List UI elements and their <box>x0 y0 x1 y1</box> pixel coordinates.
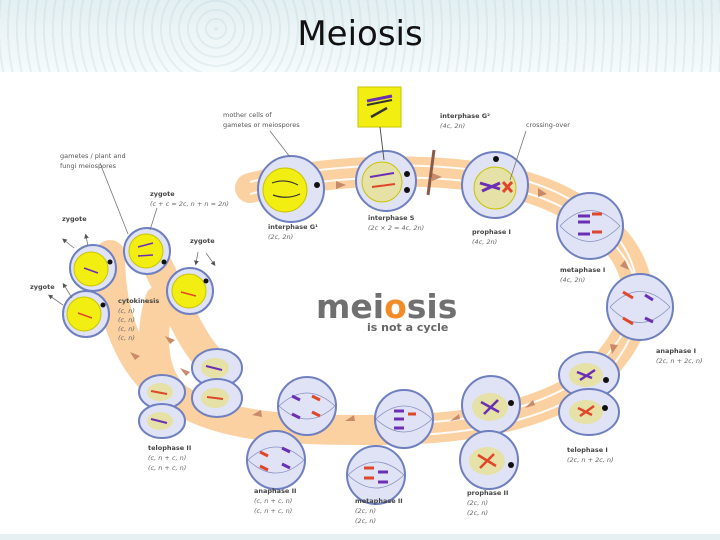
label-interphase-s: interphase S <box>368 214 415 222</box>
formula-interphase-s: (2c × 2 = 4c, 2n) <box>368 224 424 232</box>
label-anaphase-2: anaphase II <box>254 487 296 495</box>
label-mother-cells-1: mother cells of <box>223 111 272 119</box>
title-band <box>0 0 720 72</box>
zoom-inset <box>357 86 402 161</box>
formula-anaphase-2-b: (c, n + c, n) <box>254 507 292 515</box>
formula-interphase-g1: (2c, 2n) <box>268 233 293 241</box>
formula-cytokinesis-3: (c, n) <box>118 325 135 333</box>
annotation-lines <box>48 130 527 306</box>
formula-metaphase-1: (4c, 2n) <box>560 276 585 284</box>
cell-metaphase-2 <box>346 389 434 505</box>
footer-band <box>0 534 720 540</box>
cell-anaphase-2 <box>246 376 337 490</box>
cell-meiospores <box>62 227 214 338</box>
label-interphase-g1: interphase G¹ <box>268 223 318 231</box>
formula-metaphase-2-b: (2c, n) <box>355 517 376 525</box>
cell-metaphase-1 <box>556 192 624 260</box>
label-zygote-far-left: zygote <box>30 283 55 291</box>
formula-prophase-2-b: (2c, n) <box>467 509 488 517</box>
label-metaphase-1: metaphase I <box>560 266 605 274</box>
cell-prophase-1 <box>461 151 529 219</box>
label-gametes-1: gametes / plant and <box>60 152 126 160</box>
label-zygote-left: zygote <box>62 215 87 223</box>
label-mother-cells-2: gametes or meiospores <box>223 121 300 129</box>
label-prophase-2: prophase II <box>467 489 508 497</box>
formula-telophase-2-b: (c, n + c, n) <box>148 464 186 472</box>
label-zygote-right: zygote <box>190 237 215 245</box>
cell-prophase-2 <box>459 375 521 490</box>
label-metaphase-2: metaphase II <box>355 497 403 505</box>
cell-anaphase-1 <box>606 273 674 341</box>
formula-cytokinesis-4: (c, n) <box>118 334 135 342</box>
cell-interphase-s <box>355 150 417 212</box>
cell-interphase-g1 <box>257 155 325 223</box>
label-anaphase-1: anaphase I <box>656 347 696 355</box>
label-telophase-2: telophase II <box>148 444 191 452</box>
g2-divider-line <box>426 149 436 196</box>
formula-anaphase-2-a: (c, n + c, n) <box>254 497 292 505</box>
label-interphase-g2: interphase G² <box>440 112 490 120</box>
formula-anaphase-1: (2c, n + 2c, n) <box>656 357 703 365</box>
label-cytokinesis: cytokinesis <box>118 297 159 305</box>
label-gametes-2: fungi meiospores <box>60 162 117 170</box>
label-crossing-over: crossing-over <box>526 121 570 129</box>
label-zygote-main: zygote <box>150 190 175 198</box>
svg-text:meiosis: meiosis <box>316 287 457 326</box>
formula-zygote-main: (c + c = 2c, n + n = 2n) <box>150 200 229 208</box>
formula-metaphase-2-a: (2c, n) <box>355 507 376 515</box>
formula-prophase-1: (4c, 2n) <box>472 238 497 246</box>
cell-telophase-1 <box>558 351 620 436</box>
label-telophase-1: telophase I <box>567 446 608 454</box>
formula-interphase-g2: (4c, 2n) <box>440 122 465 130</box>
formula-prophase-2-a: (2c, n) <box>467 499 488 507</box>
formula-telophase-1: (2c, n + 2c, n) <box>567 456 614 464</box>
slide-title: Meiosis <box>297 14 423 54</box>
logo-subtitle: is not a cycle <box>367 321 448 334</box>
flow-arrows <box>130 173 629 421</box>
formula-cytokinesis-2: (c, n) <box>118 316 135 324</box>
label-prophase-1: prophase I <box>472 228 511 236</box>
formula-telophase-2-a: (c, n + c, n) <box>148 454 186 462</box>
cell-telophase-2 <box>138 348 243 439</box>
meiosis-logo: meiosis is not a cycle <box>316 287 457 334</box>
formula-cytokinesis-1: (c, n) <box>118 307 135 315</box>
